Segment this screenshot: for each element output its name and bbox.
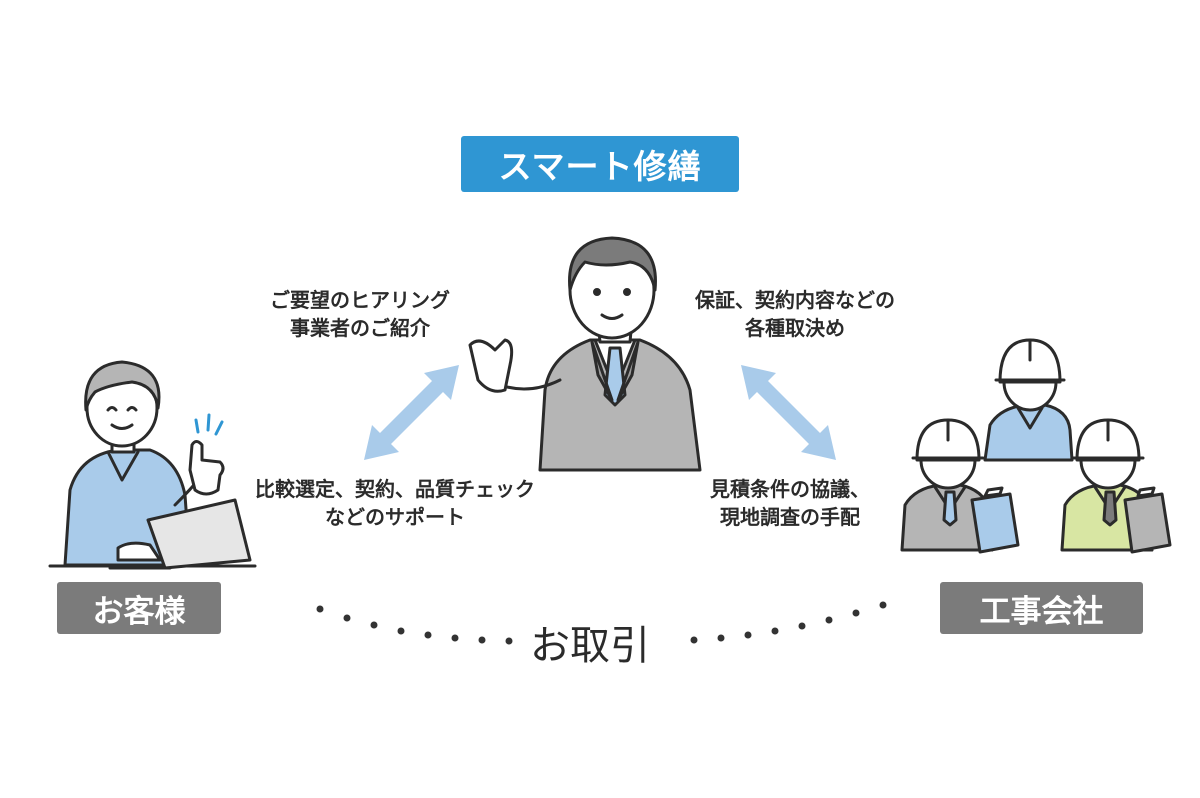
right-top-note-line2: 各種取決め: [745, 316, 845, 340]
left-top-note-line1: ご要望のヒアリング: [270, 288, 450, 312]
left-top-note-line2: 事業者のご紹介: [290, 316, 430, 340]
left-bottom-note-line1: 比較選定、契約、品質チェック: [255, 477, 535, 501]
right-top-note: 保証、契約内容などの 各種取決め: [680, 286, 910, 342]
dotted-arc: [316, 601, 887, 645]
left-bottom-note-line2: などのサポート: [325, 505, 465, 529]
right-bottom-note-line2: 現地調査の手配: [720, 505, 860, 529]
contractor-label: 工事会社: [940, 582, 1143, 634]
right-bottom-note-line1: 見積条件の協議、: [710, 477, 870, 501]
double-arrow-left: [364, 365, 459, 460]
advisor-figure: [468, 236, 702, 472]
customer-label: お客様: [57, 582, 221, 634]
double-arrow-right: [741, 365, 836, 460]
contractors-figure: [900, 338, 1172, 554]
left-top-note: ご要望のヒアリング 事業者のご紹介: [245, 286, 475, 342]
deal-label: お取引: [530, 623, 650, 669]
title-badge: スマート修繕: [461, 136, 739, 192]
right-bottom-note: 見積条件の協議、 現地調査の手配: [690, 475, 890, 531]
right-top-note-line1: 保証、契約内容などの: [695, 288, 895, 312]
customer-figure: [48, 360, 257, 570]
left-bottom-note: 比較選定、契約、品質チェック などのサポート: [240, 475, 550, 531]
